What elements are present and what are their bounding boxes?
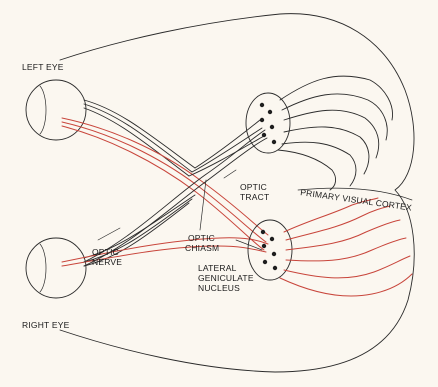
lgn-label-1: LATERAL bbox=[198, 263, 237, 273]
optic-tract-label-2: TRACT bbox=[240, 192, 269, 202]
optic-tract bbox=[189, 120, 264, 176]
optic-chiasm-label-1: OPTIC bbox=[188, 233, 215, 243]
brain-outline bbox=[60, 14, 414, 372]
right-eye bbox=[26, 238, 86, 298]
optic-nerve-label-1: OPTIC bbox=[92, 247, 119, 257]
left-eye-label: LEFT EYE bbox=[22, 62, 64, 72]
lgn-label-3: NUCLEUS bbox=[198, 283, 240, 293]
left-eye bbox=[26, 80, 86, 140]
optic-chiasm-label-2: CHIASM bbox=[185, 243, 219, 253]
lgn-label-2: GENICULATE bbox=[198, 273, 254, 283]
optic-radiation-upper bbox=[278, 76, 393, 190]
optic-radiation-lower bbox=[280, 198, 412, 296]
optic-tract-label-1: OPTIC bbox=[240, 182, 267, 192]
optic-nerve-label-2: NERVE bbox=[92, 257, 122, 267]
right-eye-label: RIGHT EYE bbox=[22, 320, 70, 330]
